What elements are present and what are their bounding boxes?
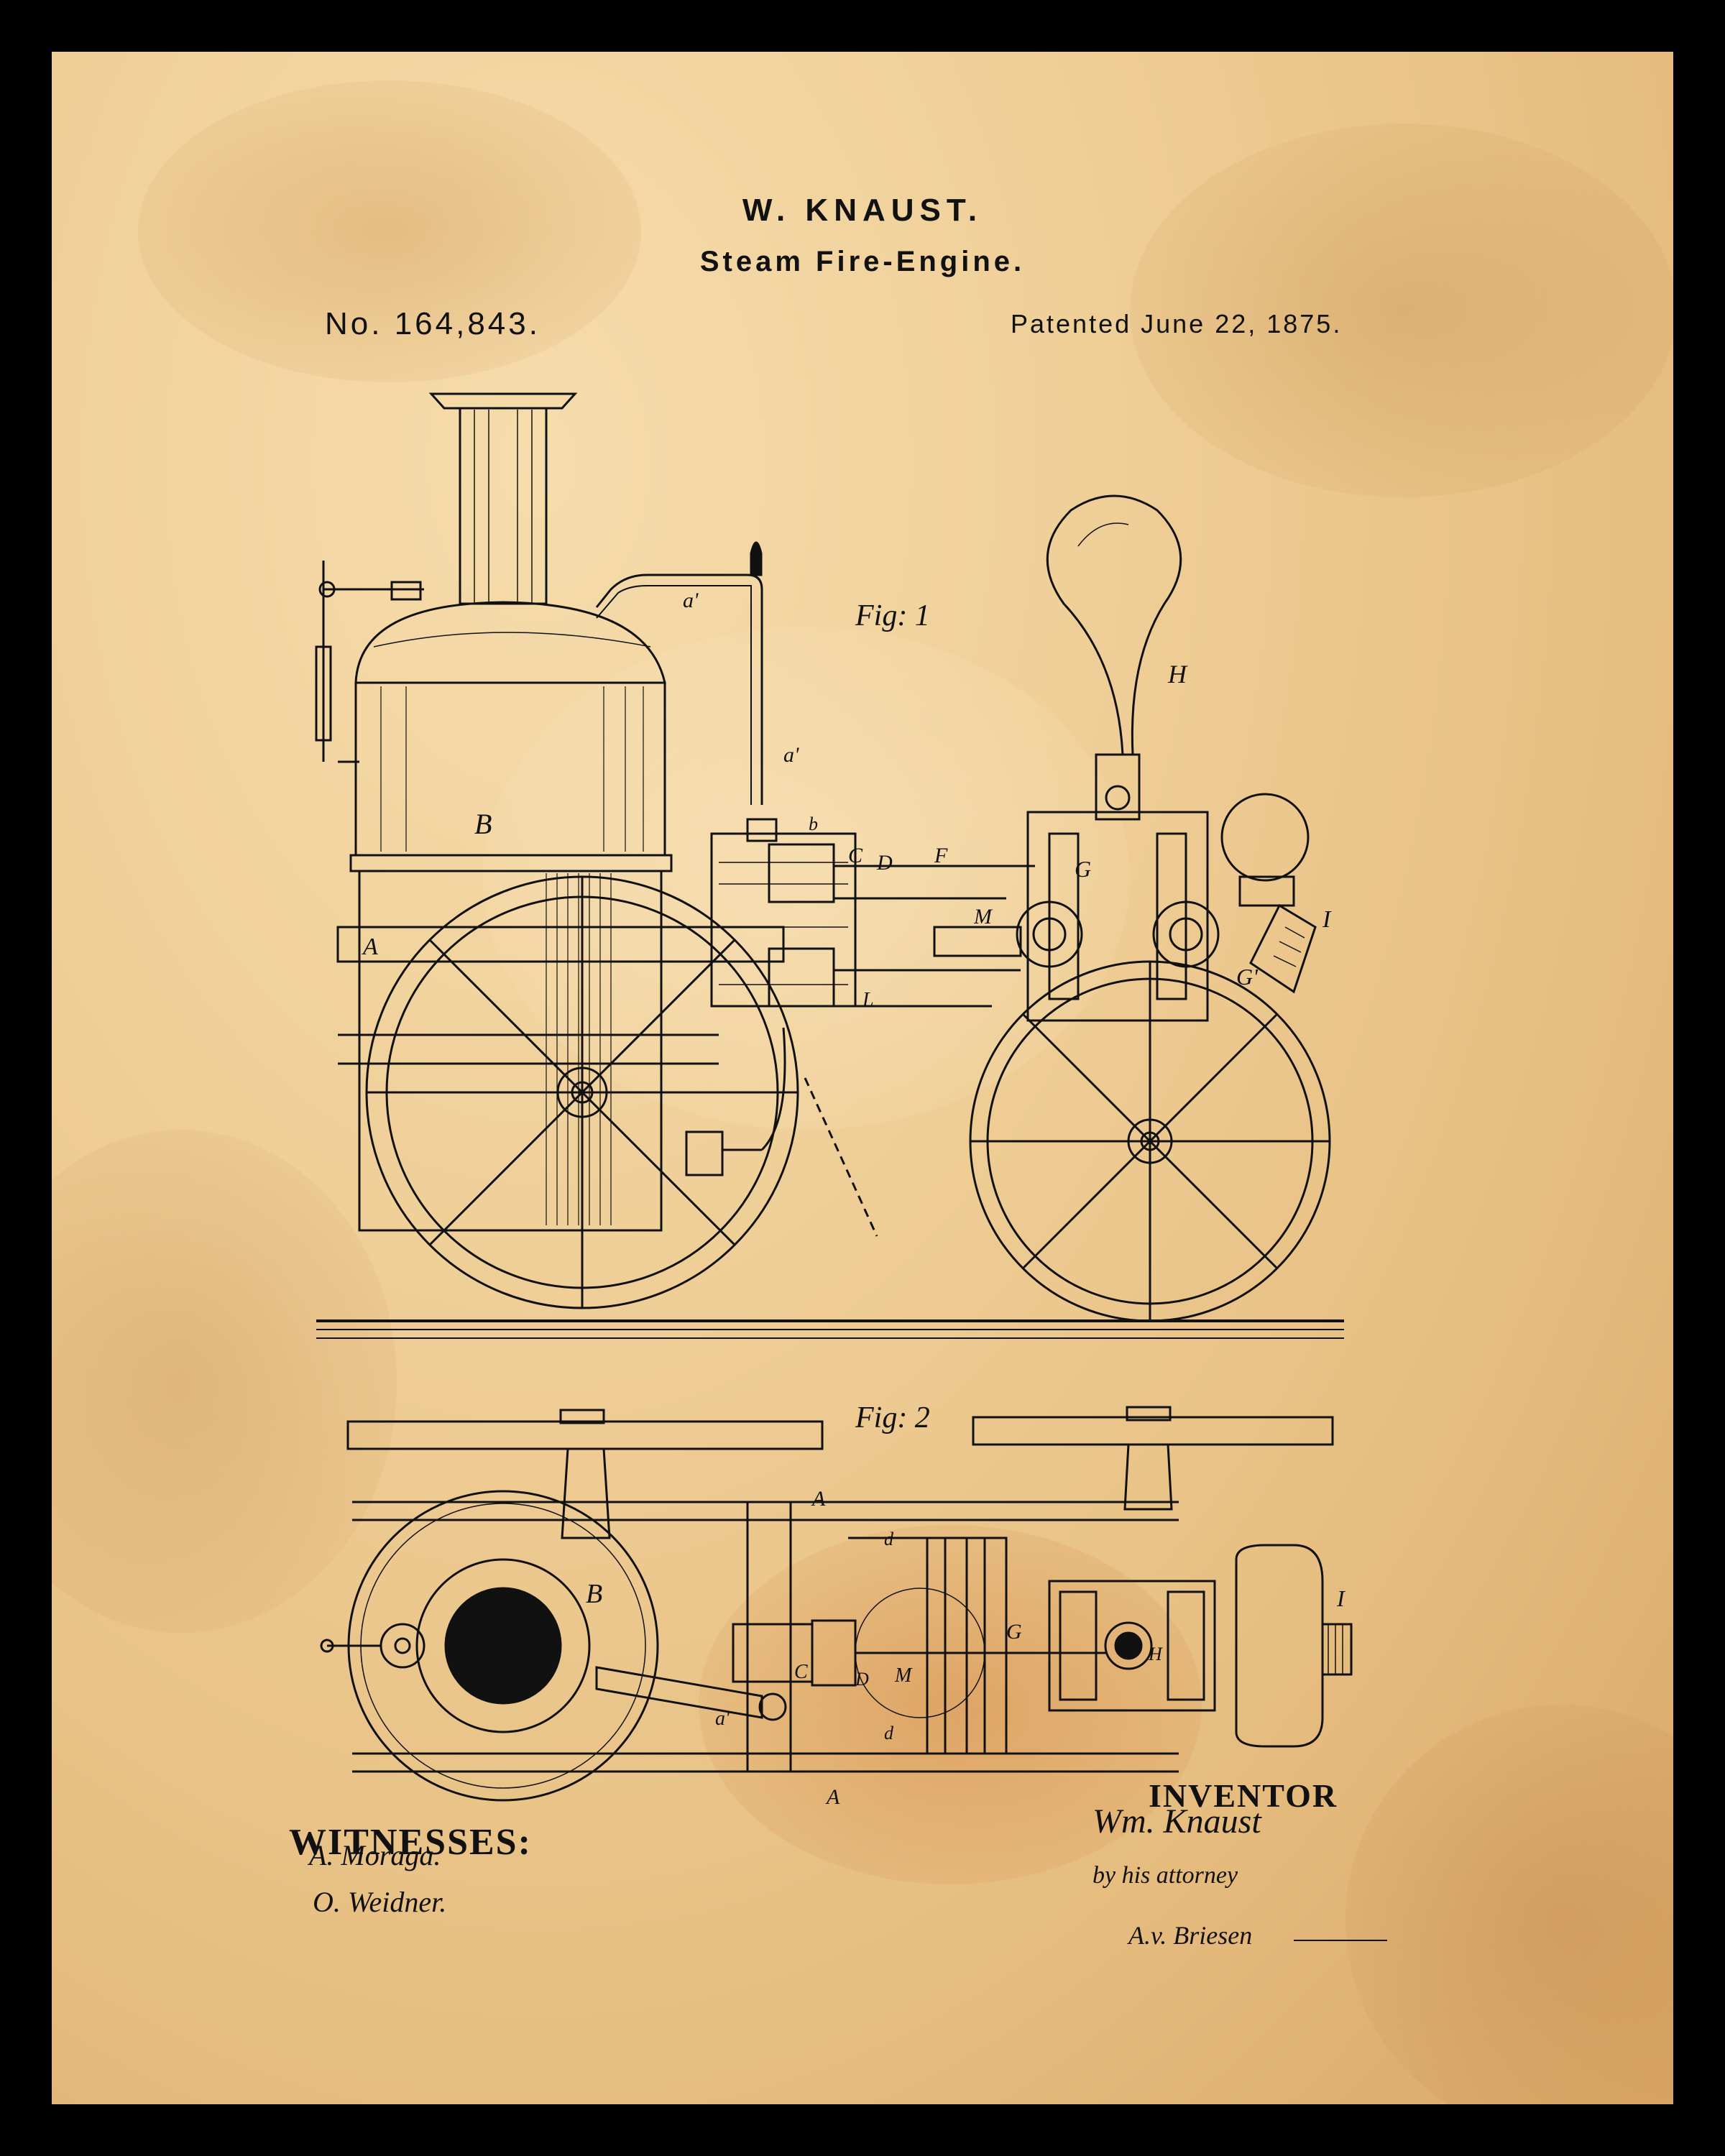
patent-date: Patented June 22, 1875. — [1011, 309, 1343, 338]
witness-signature-2: O. Weidner. — [313, 1886, 446, 1918]
label-B-plan: B — [586, 1579, 602, 1609]
smoke-stack — [428, 392, 578, 605]
inventor-title: W. KNAUST. — [742, 193, 983, 228]
label-a-prime-2: a' — [783, 743, 799, 767]
suction-chamber: I — [1220, 793, 1332, 994]
boiler: B — [349, 601, 673, 1232]
label-A-plan-top: A — [811, 1487, 826, 1511]
pump-plan: G H — [1006, 1580, 1216, 1712]
label-d-bottom: d — [884, 1723, 894, 1743]
boiler-plan: B — [320, 1490, 659, 1802]
steam-pipe: a' a' — [595, 541, 799, 805]
attorney-note: by his attorney — [1092, 1862, 1238, 1889]
gauge-column — [315, 561, 424, 763]
patent-paper: W. KNAUST. Steam Fire-Engine. No. 164,84… — [52, 52, 1673, 2104]
witnesses-label: WITNESSES: — [289, 1822, 532, 1863]
label-C: C — [848, 844, 863, 867]
label-C-plan: C — [794, 1661, 808, 1683]
label-G: G — [1075, 856, 1091, 882]
label-H-plan: H — [1148, 1644, 1163, 1664]
label-I: I — [1322, 906, 1332, 933]
fig2-plan-view: Fig: 2 A A — [320, 1401, 1353, 1809]
label-M: M — [973, 905, 993, 929]
frame-rail: A — [336, 926, 785, 1065]
air-chamber: H — [1046, 494, 1188, 756]
label-G-plan: G — [1006, 1620, 1022, 1644]
label-a-prime: a' — [683, 589, 699, 612]
invention-title: Steam Fire-Engine. — [699, 246, 1026, 277]
ground-line — [316, 1319, 1344, 1339]
signatures: A. Moraga. O. Weidner. Wm. Knaust by his… — [307, 1802, 1387, 1950]
hose-valve — [685, 1027, 878, 1237]
label-D-plan: D — [855, 1669, 869, 1690]
patent-number: No. 164,843. — [325, 306, 540, 341]
label-A: A — [362, 934, 378, 960]
suction-chamber-plan: I — [1235, 1544, 1353, 1748]
engine-cylinders: C D F M b L — [710, 814, 1035, 1011]
witness-signature-1: A. Moraga. — [307, 1839, 441, 1871]
label-a-prime-plan: a' — [715, 1708, 730, 1730]
steam-pipe-plan — [595, 1666, 763, 1719]
inventor-label: INVENTOR — [1149, 1777, 1338, 1814]
fig1-label: Fig: 1 — [855, 599, 930, 632]
label-d-top: d — [884, 1529, 894, 1549]
label-F: F — [934, 844, 948, 867]
label-D: D — [876, 851, 893, 875]
label-L: L — [862, 989, 874, 1011]
front-wheel — [365, 875, 799, 1309]
label-M-plan: M — [894, 1664, 913, 1687]
fig1-side-elevation: Fig: 1 — [315, 392, 1344, 1339]
patent-drawing: Fig: 1 — [307, 392, 1387, 1950]
fig2-label: Fig: 2 — [855, 1401, 930, 1434]
label-b: b — [809, 814, 818, 834]
attorney-signature: A.v. Briesen — [1127, 1921, 1252, 1950]
engine-plan: C d d M D — [732, 1501, 1107, 1773]
pump-block: G G' — [1016, 753, 1259, 1022]
label-A-plan-bottom: A — [825, 1785, 840, 1809]
rear-wheel-plan — [972, 1416, 1334, 1446]
label-B: B — [474, 808, 492, 840]
label-H: H — [1167, 660, 1188, 688]
inventor-signature: Wm. Knaust — [1092, 1802, 1262, 1841]
rear-wheel — [969, 960, 1331, 1322]
label-I-plan: I — [1336, 1585, 1346, 1611]
front-wheel-plan — [346, 1420, 824, 1450]
